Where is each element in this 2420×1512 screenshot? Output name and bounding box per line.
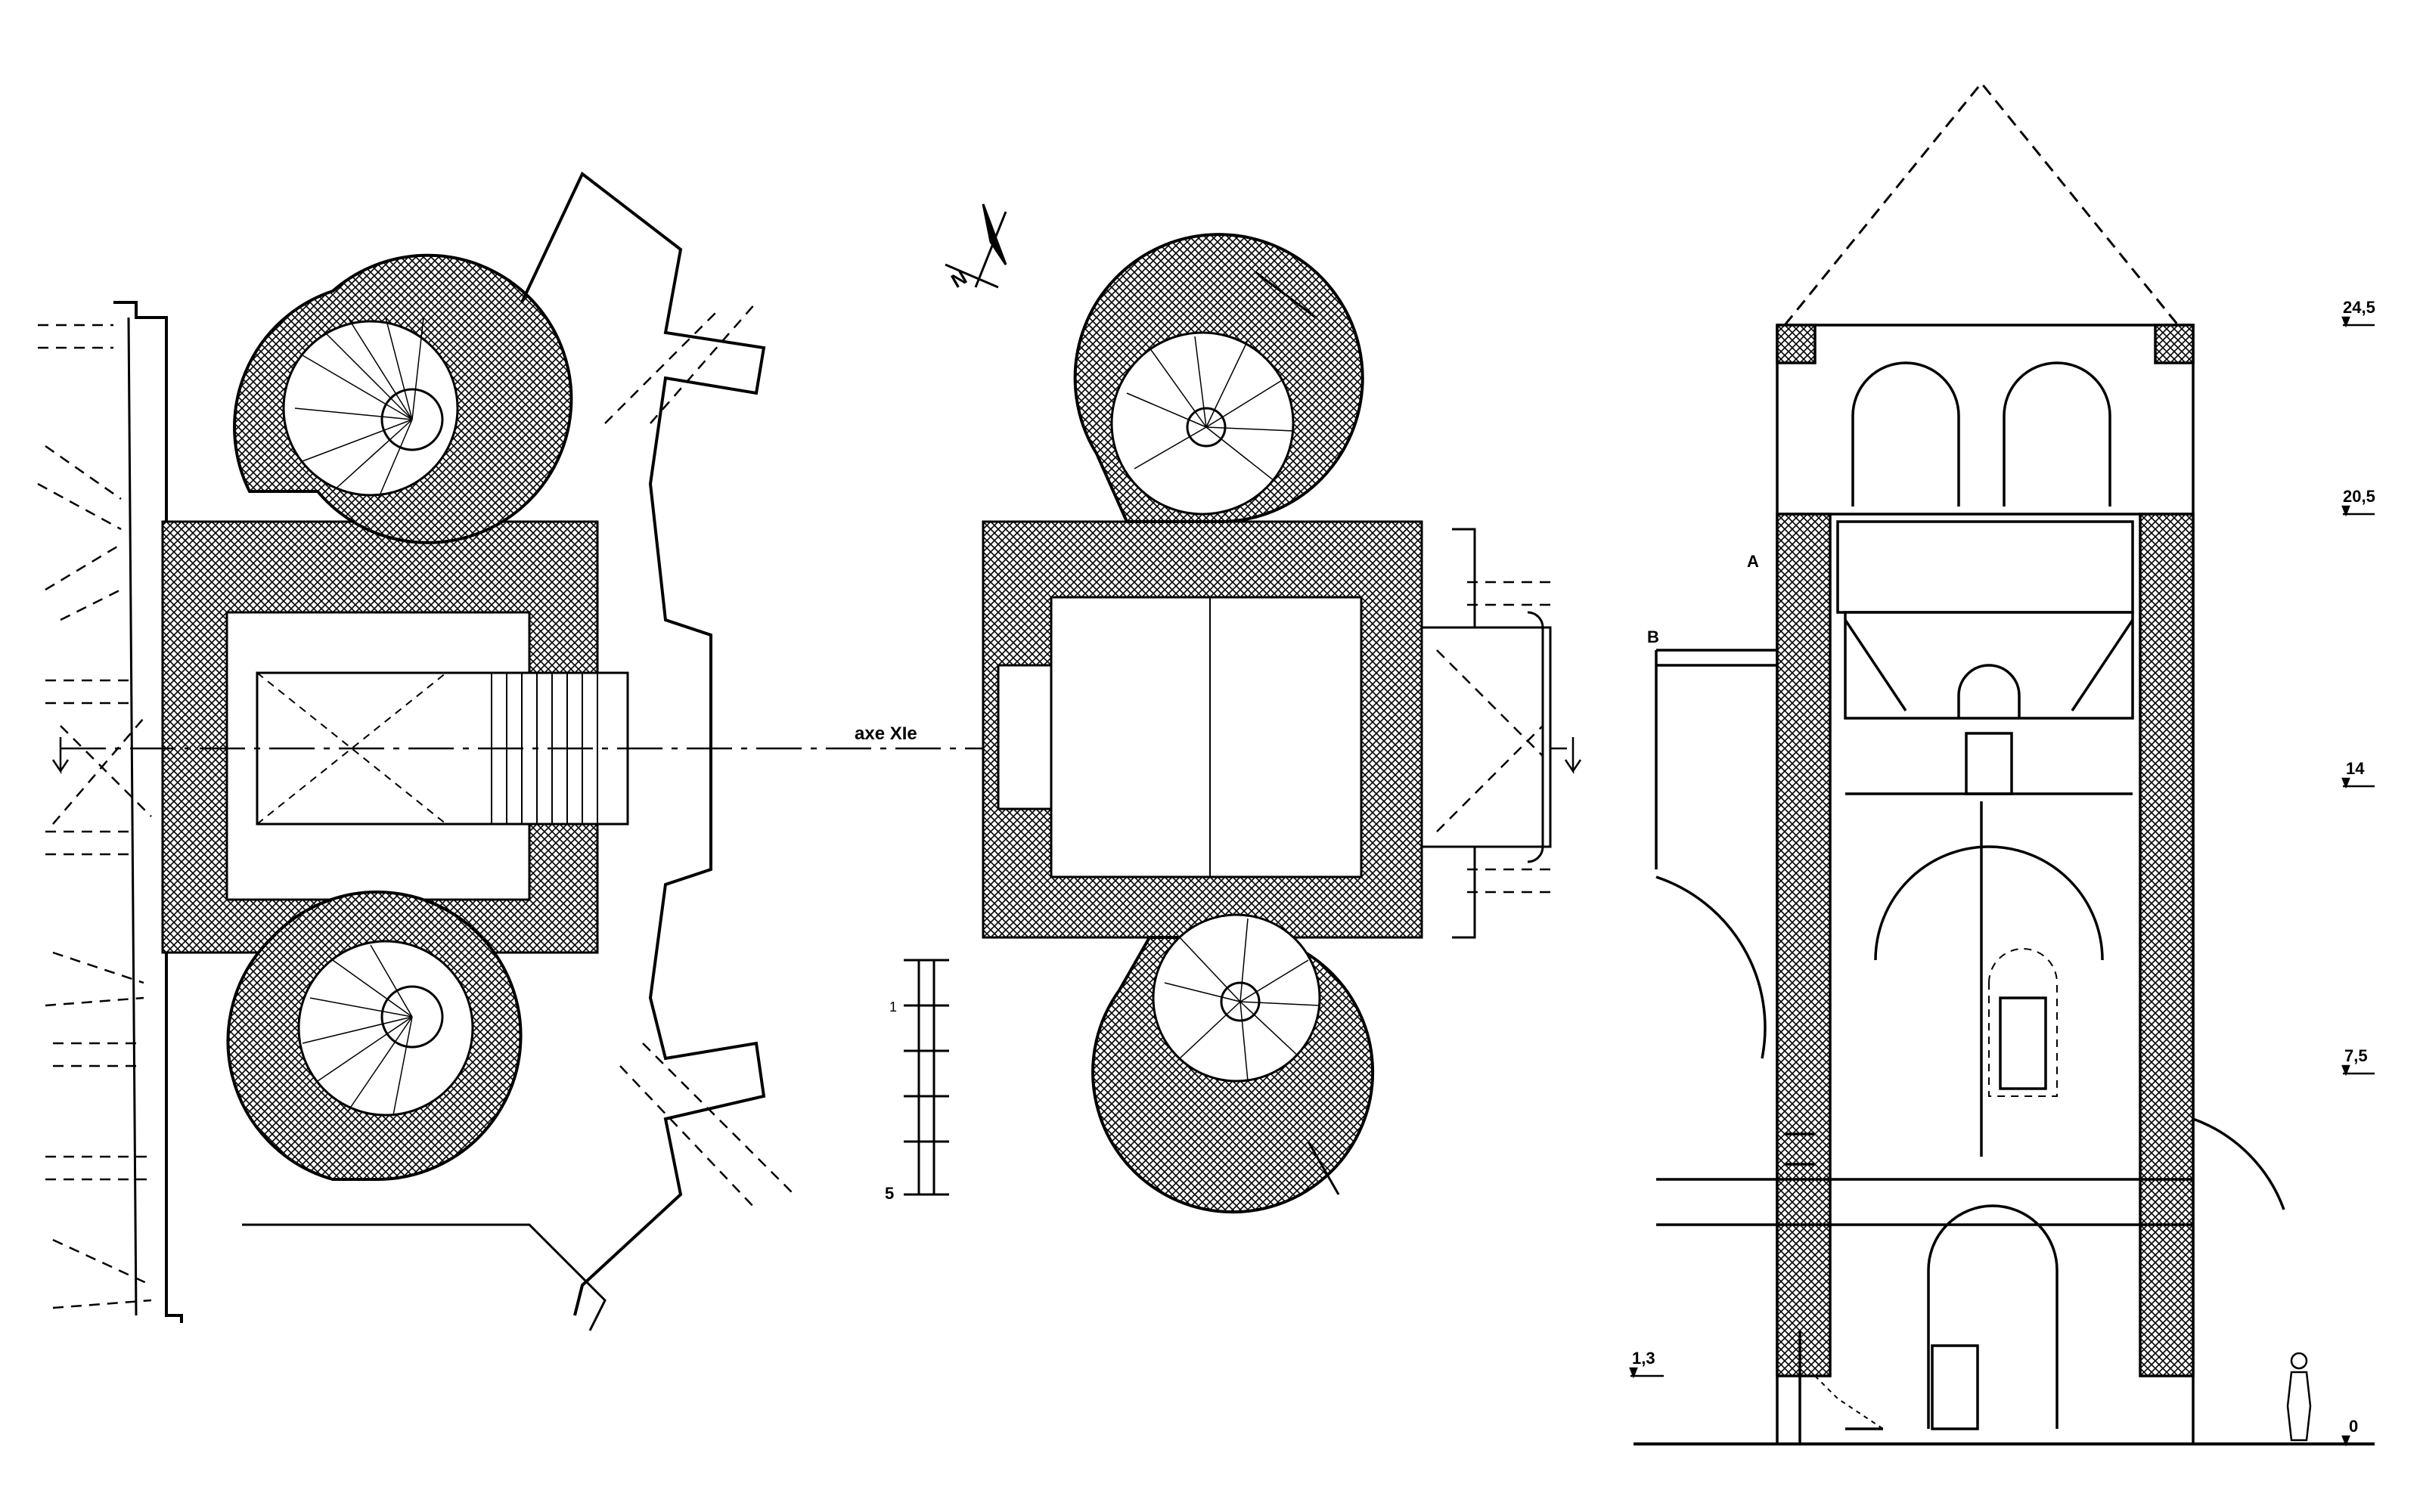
tower-section <box>1634 81 2375 1445</box>
north-arrow-icon <box>945 203 1007 289</box>
human-figure-icon <box>2286 1352 2312 1442</box>
ground-floor-plan <box>37 171 795 1331</box>
scale-label-1: 1 <box>889 999 897 1015</box>
level-0: 0 <box>2349 1417 2358 1436</box>
level-14: 14 <box>2346 759 2365 778</box>
level-7-5: 7,5 <box>2344 1046 2368 1065</box>
level-24-5: 24,5 <box>2343 298 2375 317</box>
north-label: N <box>947 265 970 292</box>
level-20-5: 20,5 <box>2343 487 2375 506</box>
scale-label-5: 5 <box>885 1184 894 1203</box>
upper-floor-plan <box>982 233 1558 1214</box>
section-marker-b: B <box>1647 627 1659 646</box>
axis-label: axe XIe <box>855 723 917 744</box>
scale-bar <box>904 959 949 1196</box>
section-marker-a: A <box>1747 552 1759 571</box>
level-markers <box>1629 316 2375 1447</box>
level-1-3: 1,3 <box>1632 1349 1655 1368</box>
